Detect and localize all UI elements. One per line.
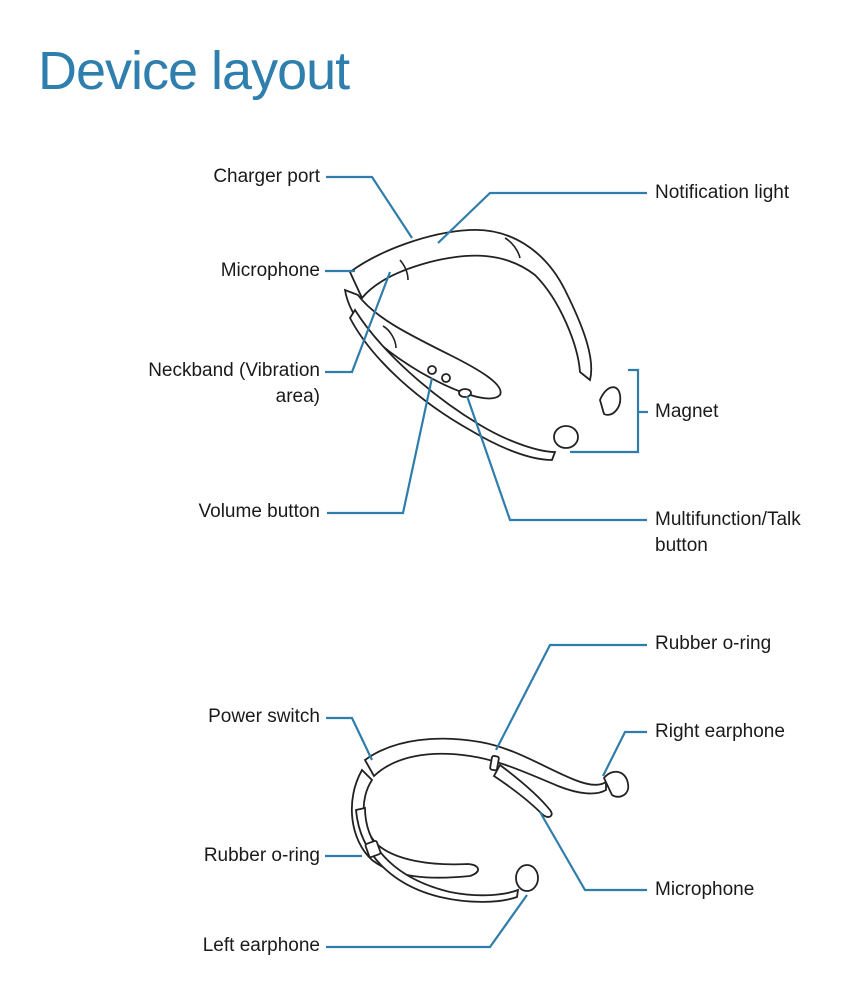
label-magnet: Magnet <box>655 401 719 422</box>
label-microphone-bottom: Microphone <box>655 879 755 900</box>
label-charger-port: Charger port <box>213 166 320 187</box>
label-notification-light: Notification light <box>655 182 790 203</box>
bottom-headset-drawing <box>351 737 630 903</box>
leader-microphone-bottom <box>539 811 647 892</box>
leader-power-switch <box>326 716 373 761</box>
label-rubber-oring-top: Rubber o-ring <box>655 633 772 654</box>
label-neckband: Neckband (Vibration area) <box>148 358 320 410</box>
leader-left-earphone <box>326 894 528 949</box>
leader-notification-light <box>437 191 647 244</box>
label-volume-button: Volume button <box>198 501 320 522</box>
label-multifunction-line2: button <box>655 535 708 556</box>
leader-right-earphone <box>602 730 647 777</box>
label-rubber-oring-left: Rubber o-ring <box>203 845 320 866</box>
leader-volume-button <box>327 377 434 515</box>
label-multifunction-line1: Multifunction/Talk <box>655 509 801 530</box>
top-headset-drawing <box>343 229 622 461</box>
label-microphone-top: Microphone <box>220 260 320 281</box>
label-neckband-line1: Neckband (Vibration <box>148 360 320 381</box>
leader-charger-port <box>326 175 413 239</box>
leader-neckband <box>325 271 392 374</box>
label-multifunction: Multifunction/Talk button <box>655 507 801 559</box>
label-right-earphone: Right earphone <box>655 721 785 742</box>
label-left-earphone: Left earphone <box>202 935 320 956</box>
label-power-switch: Power switch <box>208 706 320 727</box>
leader-multifunction <box>465 395 647 522</box>
page-title: Device layout <box>38 41 350 101</box>
label-neckband-line2: area) <box>275 386 320 407</box>
leader-rubber-oring-top <box>495 643 647 751</box>
